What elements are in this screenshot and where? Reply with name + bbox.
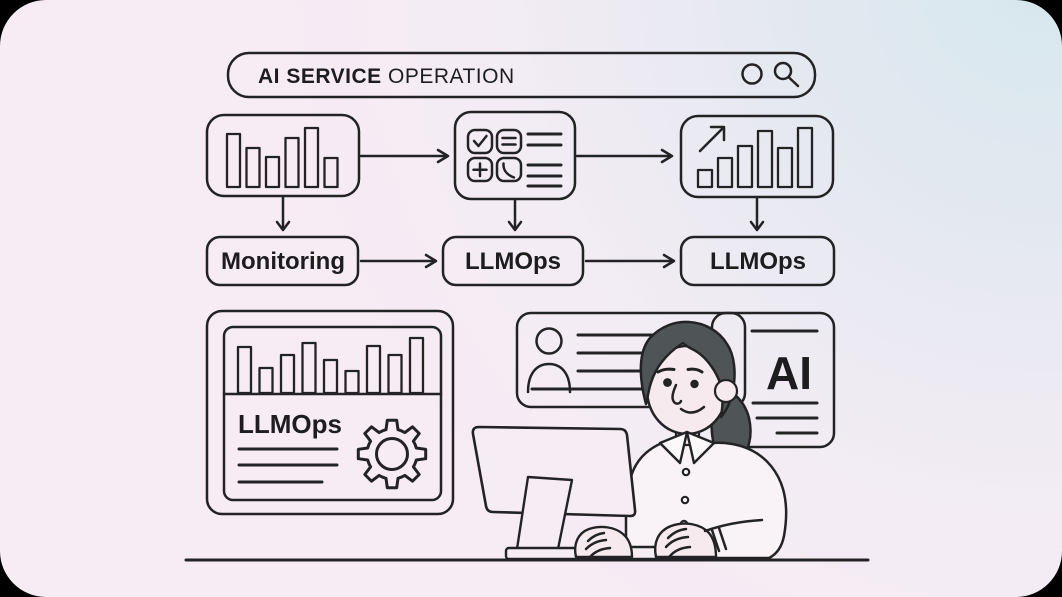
flow-box-llmops-2: LLMOps <box>679 235 836 287</box>
right-hand-fingers <box>664 527 692 558</box>
hair <box>639 320 736 419</box>
dashboard-text-lines <box>237 447 339 484</box>
monitoring-label: Monitoring <box>221 248 345 275</box>
dashboard-panel: LLMOps <box>205 309 455 516</box>
left-hand-fingers <box>584 531 612 559</box>
gear-icon <box>356 418 428 490</box>
right-eyebrow <box>686 367 704 374</box>
trend-bar-chart-icon <box>696 126 814 189</box>
person-icon <box>526 327 572 394</box>
ear <box>713 378 739 404</box>
arrow-box2-down <box>507 198 523 232</box>
id-card <box>515 311 747 409</box>
llmops-label-1: LLMOps <box>465 248 561 275</box>
search-bar[interactable]: AI SERVICE OPERATION <box>226 51 817 99</box>
left-eyebrow <box>656 367 676 374</box>
nose <box>671 383 683 405</box>
curve-glyph <box>502 162 516 179</box>
left-hand <box>574 525 634 559</box>
circle-icon <box>741 63 763 85</box>
checklist-icon <box>466 128 563 188</box>
left-eye <box>663 378 672 387</box>
ai-card-lines <box>751 401 819 435</box>
bar-chart-icon <box>225 126 339 189</box>
right-hand <box>654 522 718 559</box>
magnifier-icon[interactable] <box>773 61 800 88</box>
arrow-box3-down <box>749 196 765 232</box>
check-glyph <box>472 134 488 148</box>
checklist-lines <box>526 132 563 188</box>
right-eye <box>690 379 699 389</box>
monitor <box>471 425 637 518</box>
arrow-monitoring-llmops <box>359 253 438 269</box>
flow-box-checklist <box>453 110 577 201</box>
collar-right <box>685 430 716 465</box>
arrow-llmops-llmops <box>584 253 676 269</box>
ai-label: AI <box>766 347 812 399</box>
flow-box-llmops-1: LLMOps <box>441 235 585 287</box>
trend-arrow-icon <box>698 125 726 153</box>
dashboard-llmops-label: LLMOps <box>238 409 342 439</box>
search-bar-title: AI SERVICE OPERATION <box>258 65 515 88</box>
face-features <box>656 367 706 414</box>
mouth <box>679 405 706 414</box>
plus-glyph <box>472 162 488 178</box>
dashboard-bar-chart <box>236 336 425 395</box>
hands <box>574 518 764 559</box>
llmops-label-2: LLMOps <box>710 248 806 275</box>
ai-card: AI <box>710 311 836 449</box>
arrow-box2-box3 <box>575 148 674 164</box>
lines-glyph <box>501 136 517 146</box>
flow-box-monitoring: Monitoring <box>205 235 360 287</box>
sleeve-cuff <box>703 518 764 553</box>
arrow-box1-box2 <box>359 148 450 164</box>
collar-left <box>658 430 689 465</box>
arrow-box1-down <box>275 195 291 232</box>
